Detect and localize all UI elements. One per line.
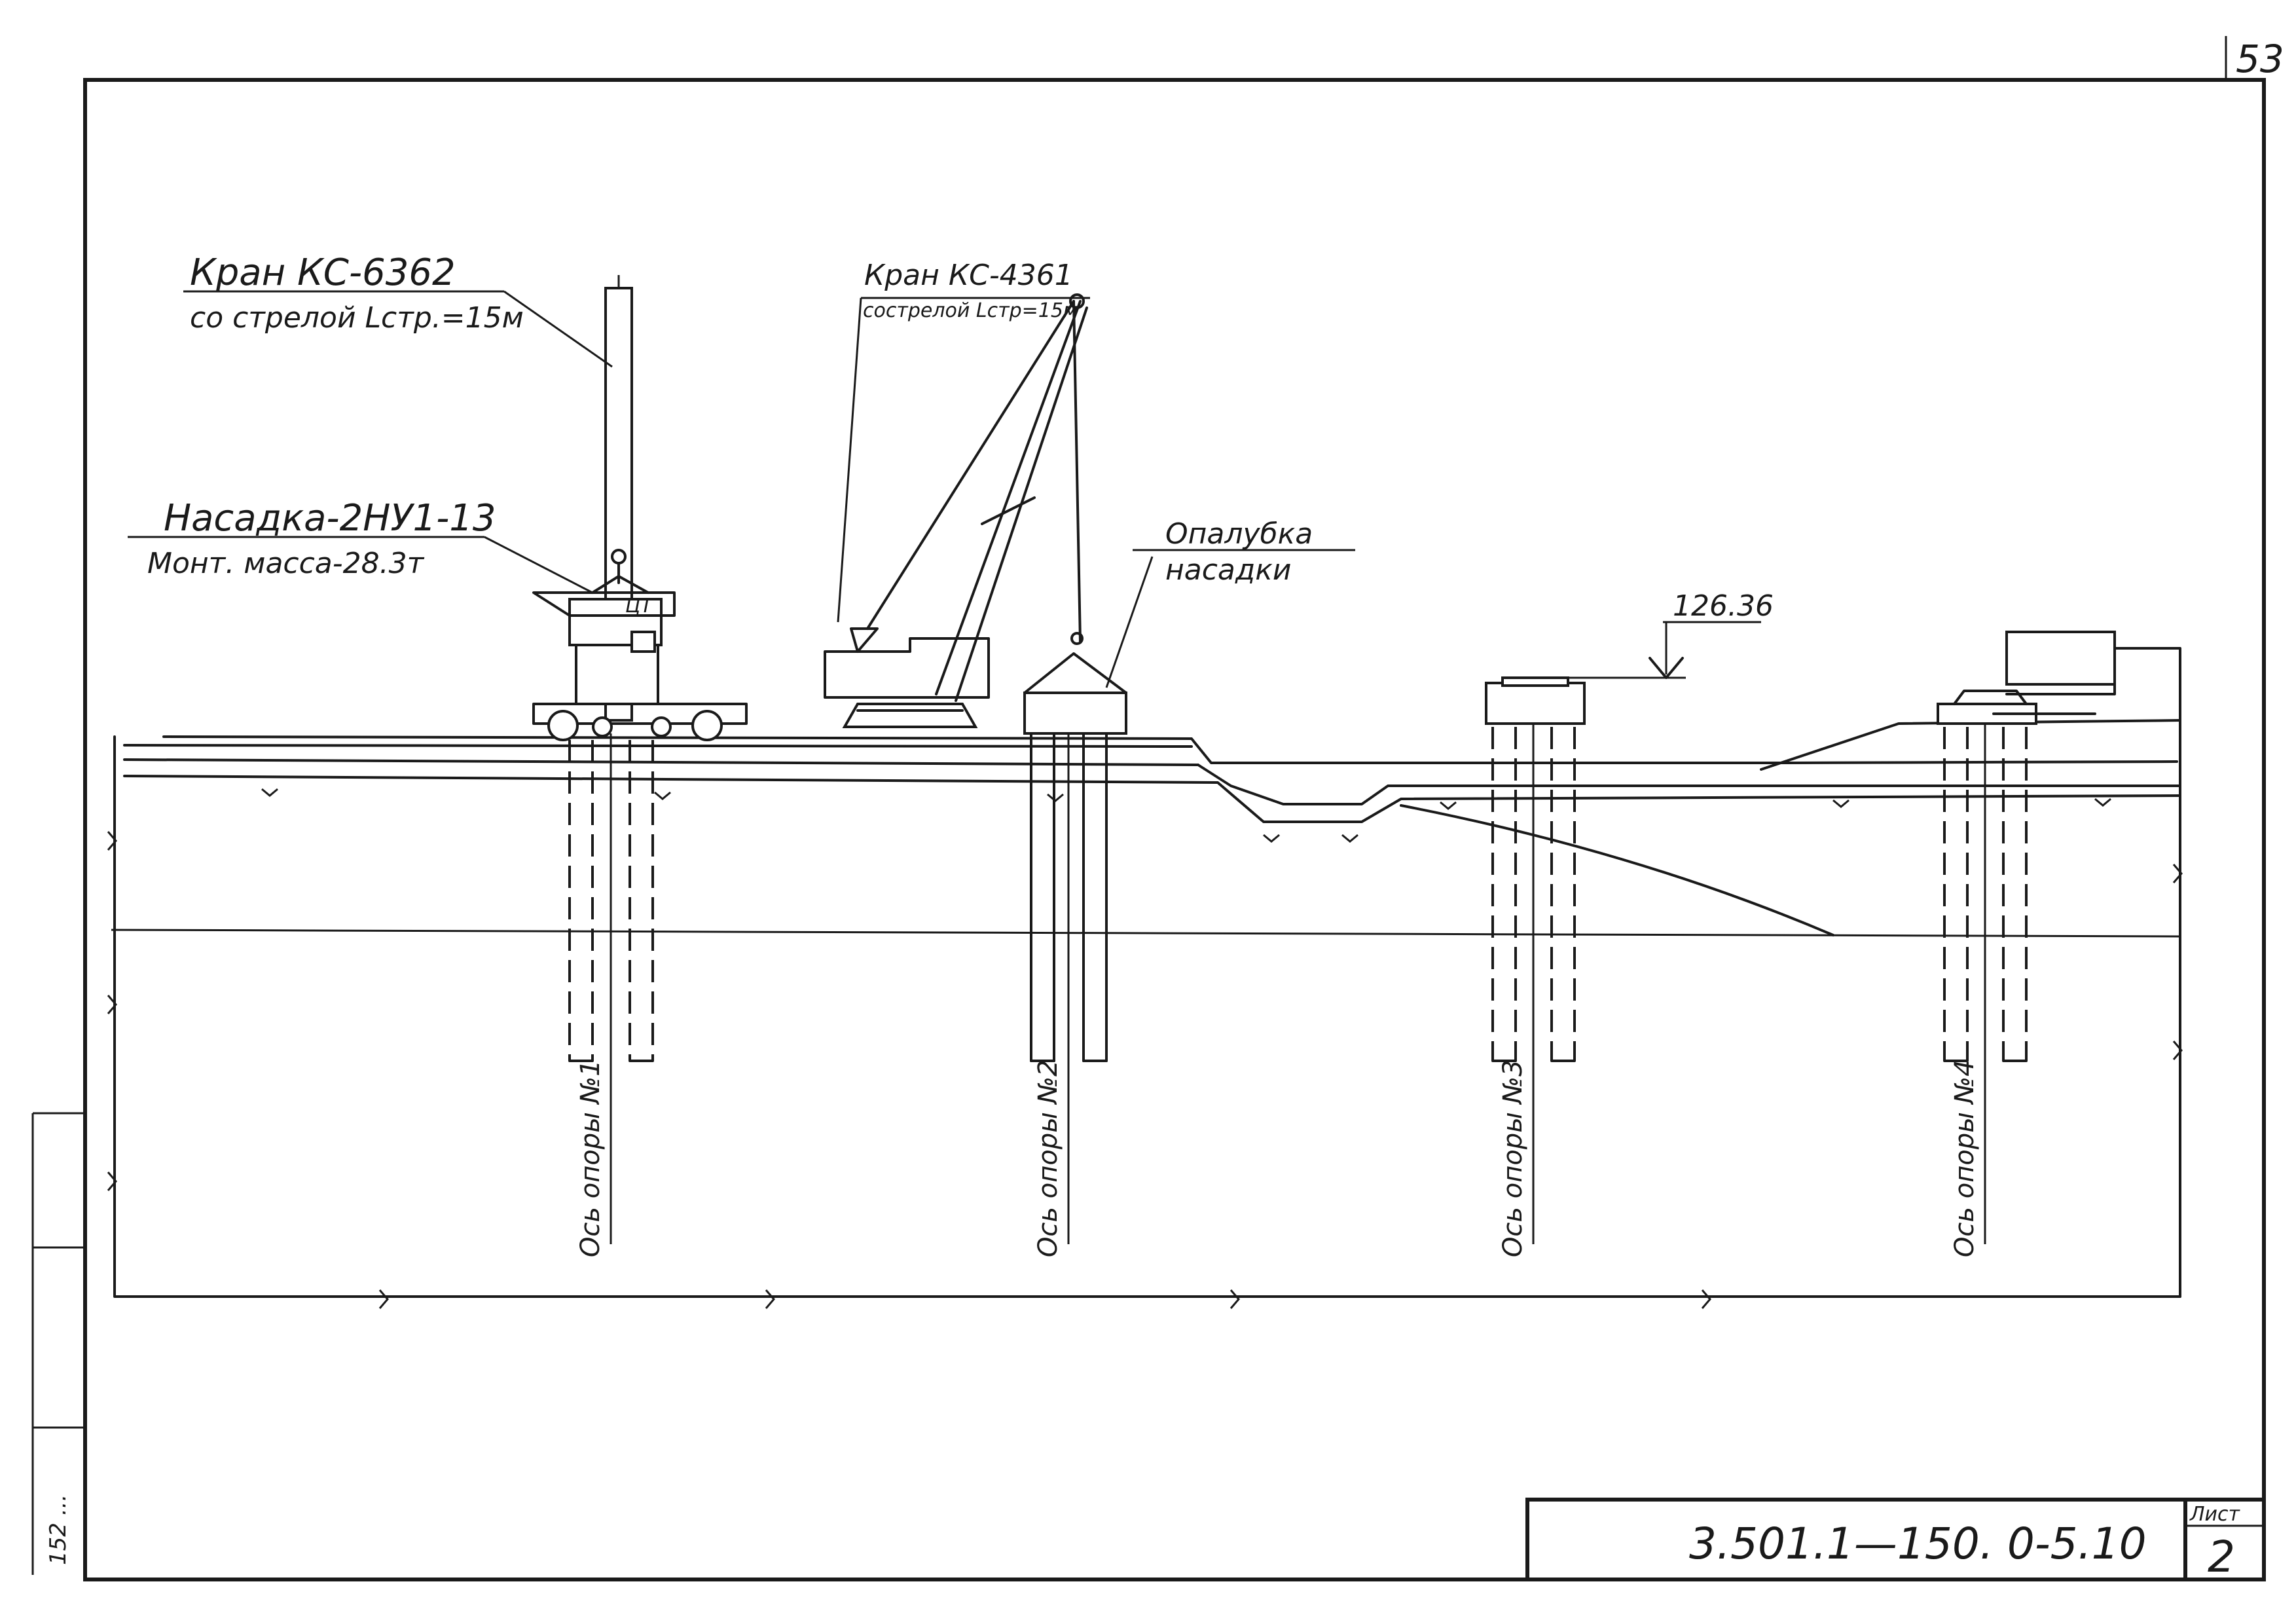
pile-group-1 <box>568 733 654 1244</box>
pile-group-2 <box>1030 727 1108 1244</box>
margin-note: 152 ... <box>45 1494 71 1565</box>
sheet-frame <box>83 78 2266 1581</box>
pile-cap-3 <box>1485 676 1586 725</box>
page-number: 53 <box>2236 37 2284 81</box>
page-number-block: 53 <box>2225 36 2284 82</box>
axis-label-1: Ось опоры №1 <box>575 1060 606 1257</box>
crane2-boom: сострелой Lстр=15м <box>863 299 1078 322</box>
pile-group-3 <box>1491 720 1576 1244</box>
axis-label-2: Ось опоры №2 <box>1033 1060 1063 1257</box>
cg-mark: ЦТ <box>625 595 654 618</box>
sheet-label: Лист <box>2189 1503 2241 1526</box>
abutment <box>1992 631 2181 728</box>
leader-lines <box>128 290 1355 688</box>
ground-profile <box>107 657 2183 1309</box>
pile-cap-4 <box>1937 690 2037 725</box>
elevation-mark: 126.36 <box>1535 589 1774 679</box>
margin-stamp: 152 ... <box>31 1112 85 1575</box>
formwork-line1: Опалубка <box>1165 517 1313 551</box>
crane1-boom: со стрелой Lстр.=15м <box>190 301 524 335</box>
axis-label-4: Ось опоры №4 <box>1950 1060 1980 1257</box>
crane1-name: Кран КС-6362 <box>190 251 456 294</box>
crane2-name: Кран КС-4361 <box>864 259 1073 292</box>
title-block: 3.501.1—150. 0-5.10 Лист 2 <box>1525 1498 2266 1582</box>
crane-kc-6362: ЦТ <box>532 275 748 741</box>
elevation-value: 126.36 <box>1673 589 1774 623</box>
crane-kc-4361 <box>824 293 1088 728</box>
load-mass: Монт. масса-28.3т <box>147 547 425 580</box>
drawing-code: 3.501.1—150. 0-5.10 <box>1689 1519 2147 1569</box>
axis-label-3: Ось опоры №3 <box>1498 1060 1528 1257</box>
load-name: Насадка-2НУ1-13 <box>164 497 496 540</box>
formwork-line2: насадки <box>1165 553 1291 587</box>
pile-group-4 <box>1943 720 2028 1244</box>
sheet-number: 2 <box>2208 1532 2235 1582</box>
pile-cap-2 <box>1023 652 1127 735</box>
